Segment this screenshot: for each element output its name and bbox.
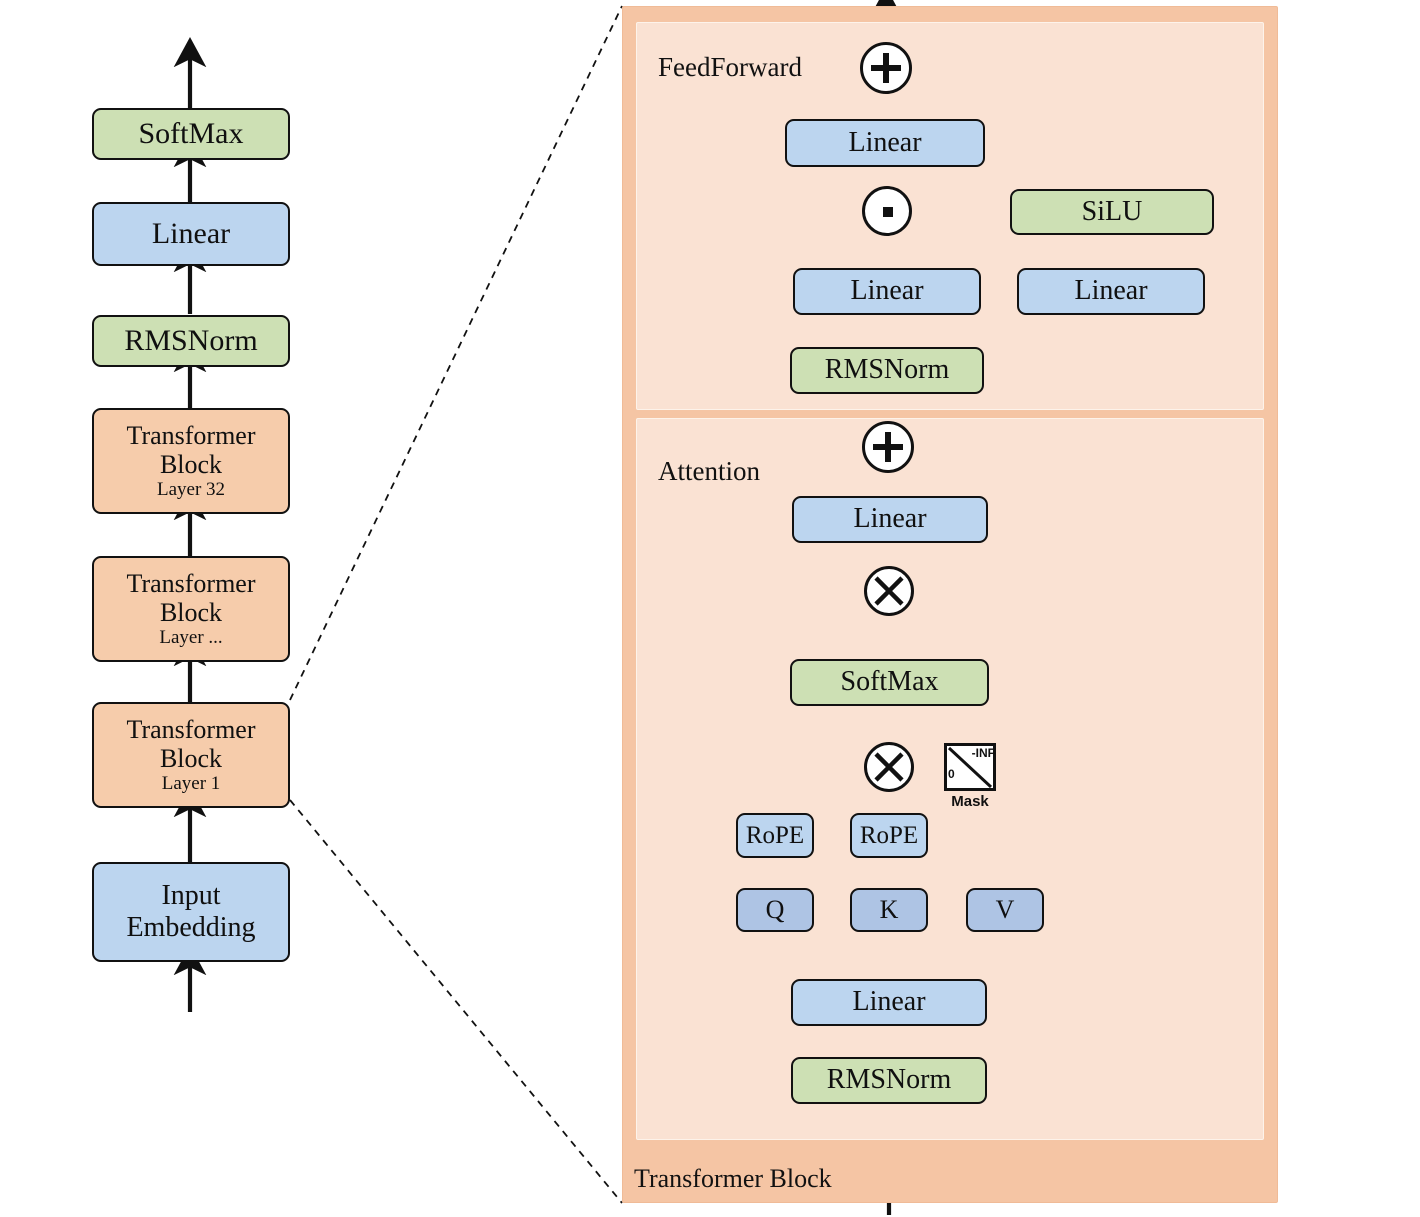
node-label: RMSNorm xyxy=(826,1064,952,1096)
node-label: Linear xyxy=(848,126,922,158)
node-sublabel: Layer 32 xyxy=(156,479,226,501)
feedforward-add-operator[interactable] xyxy=(860,42,912,94)
node-label: Transformer Block xyxy=(126,421,256,480)
attention-linear-out[interactable]: Linear xyxy=(792,496,988,543)
node-label: SoftMax xyxy=(840,666,939,698)
plus-vertical xyxy=(883,53,889,83)
attention-label: Attention xyxy=(658,456,760,486)
transformer-block-label: Transformer Block xyxy=(634,1164,832,1193)
node-label: Linear xyxy=(151,216,231,250)
mask-caption: Mask xyxy=(951,793,989,810)
stack-node-linear[interactable]: Linear xyxy=(92,202,290,266)
stack-node-softmax[interactable]: SoftMax xyxy=(92,108,290,160)
node-label: Transformer Block xyxy=(126,569,256,628)
stack-node-input-embedding[interactable]: Input Embedding xyxy=(92,862,290,962)
mask-upper-label: -INF xyxy=(971,746,995,760)
node-label: Linear xyxy=(853,503,927,535)
feedforward-rmsnorm[interactable]: RMSNorm xyxy=(790,347,984,394)
stack-node-block-1[interactable]: Transformer Block Layer 1 xyxy=(92,702,290,808)
attention-q[interactable]: Q xyxy=(736,888,814,932)
attention-rope-q[interactable]: RoPE xyxy=(736,813,814,858)
stack-node-rmsnorm[interactable]: RMSNorm xyxy=(92,315,290,367)
node-label: RoPE xyxy=(745,822,805,849)
node-label: SiLU xyxy=(1081,195,1143,227)
attention-k[interactable]: K xyxy=(850,888,928,932)
cross-glyph xyxy=(873,751,904,782)
node-label: Input Embedding xyxy=(126,880,256,943)
attention-v[interactable]: V xyxy=(966,888,1044,932)
node-label: RoPE xyxy=(859,822,919,849)
node-label: SoftMax xyxy=(138,116,244,150)
plus-vertical xyxy=(885,432,891,462)
attention-matmul-operator-qk[interactable] xyxy=(864,742,914,792)
feedforward-label: FeedForward xyxy=(658,52,802,82)
feedforward-linear-down[interactable]: Linear xyxy=(785,119,985,167)
feedforward-linear-up[interactable]: Linear xyxy=(793,268,981,315)
attention-mask[interactable]: -INF 0 Mask xyxy=(944,743,996,811)
node-label: Linear xyxy=(1074,275,1148,307)
node-label: RMSNorm xyxy=(124,323,258,357)
mask-lower-label: 0 xyxy=(948,767,955,781)
feedforward-multiply-operator[interactable] xyxy=(862,186,912,236)
node-label: K xyxy=(879,894,899,924)
attention-rope-k[interactable]: RoPE xyxy=(850,813,928,858)
attention-add-operator[interactable] xyxy=(862,421,914,473)
node-label: Linear xyxy=(850,275,924,307)
node-label: Q xyxy=(765,894,785,924)
node-label: Linear xyxy=(852,986,926,1018)
feedforward-linear-gate[interactable]: Linear xyxy=(1017,268,1205,315)
feedforward-silu[interactable]: SiLU xyxy=(1010,189,1214,235)
cross-glyph xyxy=(873,575,904,606)
stack-node-block-32[interactable]: Transformer Block Layer 32 xyxy=(92,408,290,514)
dot-glyph xyxy=(883,207,893,217)
node-label: Transformer Block xyxy=(126,715,256,774)
mask-icon xyxy=(944,743,996,791)
attention-rmsnorm[interactable]: RMSNorm xyxy=(791,1057,987,1104)
node-sublabel: Layer 1 xyxy=(161,773,221,795)
attention-linear-qkv[interactable]: Linear xyxy=(791,979,987,1026)
node-label: RMSNorm xyxy=(824,354,950,386)
node-sublabel: Layer ... xyxy=(159,627,223,649)
stack-node-block-n[interactable]: Transformer Block Layer ... xyxy=(92,556,290,662)
attention-softmax[interactable]: SoftMax xyxy=(790,659,989,706)
node-label: V xyxy=(995,894,1015,924)
attention-matmul-operator-av[interactable] xyxy=(864,566,914,616)
